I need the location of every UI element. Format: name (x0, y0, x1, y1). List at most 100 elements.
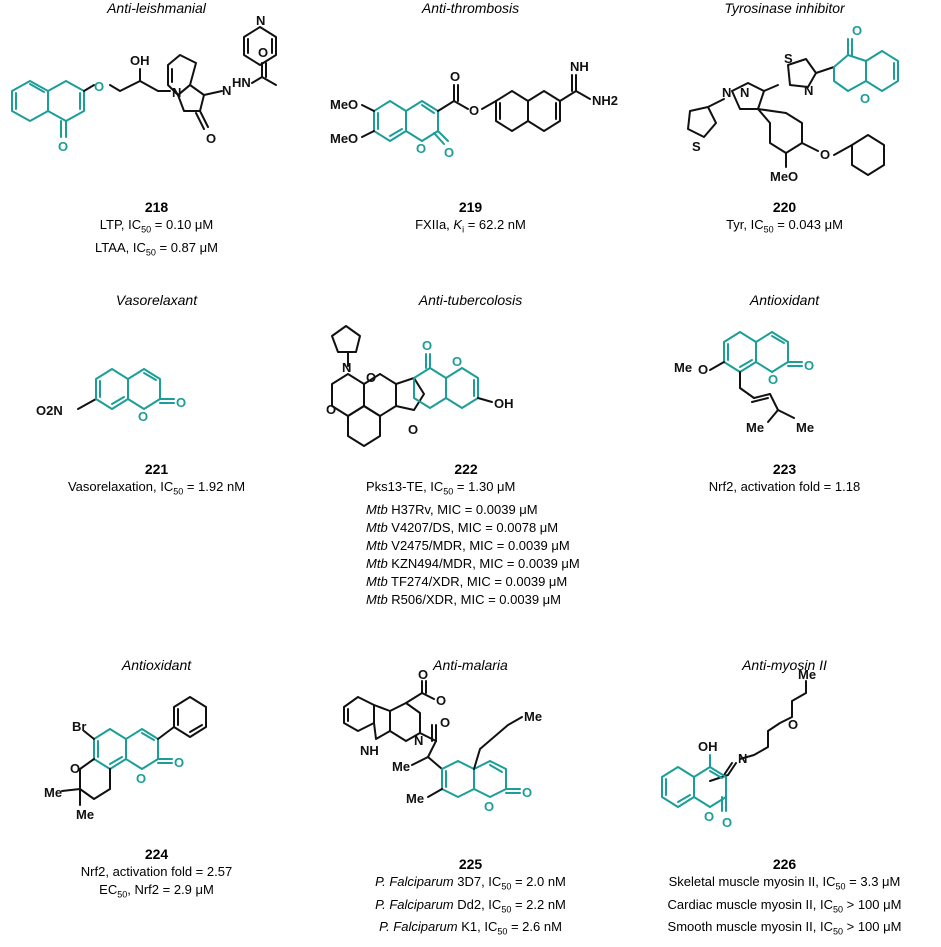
atom-label: MeO (330, 131, 358, 146)
activity-line: Mtb V2475/MDR, MIC = 0.0039 μM (366, 537, 570, 553)
atom-label: O (788, 717, 798, 732)
structure-223: Me O O O Me Me (674, 331, 814, 435)
atom-label: N (342, 360, 351, 375)
atom-label: O (418, 667, 428, 682)
category-label: Vasorelaxant (115, 292, 198, 308)
atom-label: O (484, 799, 494, 814)
caption: 223 Nrf2, activation fold = 1.18 (628, 460, 941, 496)
atom-label: O (408, 422, 418, 437)
atom-label: N (722, 85, 731, 100)
caption: 219 FXIIa, Ki = 62.2 nM (314, 198, 627, 239)
atom-label: O (469, 103, 479, 118)
atom-label: N (256, 13, 265, 28)
atom-label: O2N (36, 403, 63, 418)
atom-label: OH (494, 396, 514, 411)
atom-label: O (366, 370, 376, 385)
panel-224: Antioxidant Br O Me Me O O 224 Nrf2, act… (0, 657, 313, 947)
compound-id: 226 (772, 856, 797, 872)
atom-label: NH (360, 743, 379, 758)
panel-222: Anti-tubercolosis N O O O O O OH 222 Pks… (314, 292, 627, 622)
atom-label: Me (76, 807, 94, 822)
atom-label: O (440, 715, 450, 730)
panel-223: Antioxidant Me O O O Me Me 223 Nrf2, act… (628, 292, 941, 612)
panel-225: Anti-malaria NH N O O O Me Me Me O O (314, 657, 627, 947)
atom-label: Me (796, 420, 814, 435)
activity-line: Vasorelaxation, IC50 = 1.92 nM (67, 479, 246, 497)
atom-label: Me (406, 791, 424, 806)
compound-id: 224 (144, 846, 169, 862)
compound-id: 223 (772, 461, 797, 477)
activity-line: Mtb V4207/DS, MIC = 0.0078 μM (366, 519, 559, 535)
caption: 226 Skeletal muscle myosin II, IC50 = 3.… (628, 855, 941, 941)
panel-221: Vasorelaxant O2N O O 221 Vasorelaxation,… (0, 292, 313, 612)
atom-label: Me (746, 420, 764, 435)
activity-line: Mtb TF274/XDR, MIC = 0.0039 μM (366, 573, 568, 589)
compound-id: 218 (144, 199, 169, 215)
atom-label: O (452, 354, 462, 369)
atom-label: O (258, 45, 268, 60)
atom-label: Me (44, 785, 62, 800)
atom-label: N (804, 83, 813, 98)
atom-label: O (704, 809, 714, 824)
atom-label: Br (72, 719, 86, 734)
panel-218: Anti-leishmanial O O OH N N HN O (0, 0, 313, 300)
structure-221: O2N O O (36, 368, 186, 424)
structure-225: NH N O O O Me Me Me O O (343, 667, 542, 814)
atom-label: MeO (330, 97, 358, 112)
activity-line: Cardiac muscle myosin II, IC50 > 100 μM (667, 896, 902, 915)
atom-label: O (422, 338, 432, 353)
category-label: Anti-malaria (433, 657, 508, 673)
caption: 222 Pks13-TE, IC50 = 1.30 μM Mtb H37Rv, … (366, 460, 626, 609)
atom-label: O (722, 815, 732, 830)
structure-222: N O O O O O OH (326, 325, 514, 447)
atom-label: HN (232, 75, 251, 90)
atom-label: O (804, 358, 814, 373)
category-label: Anti-thrombosis (421, 0, 520, 16)
atom-label: Me (674, 360, 692, 375)
atom-label: N (414, 733, 423, 748)
activity-line: Mtb H37Rv, MIC = 0.0039 μM (366, 501, 538, 517)
atom-label: O (450, 69, 460, 84)
activity-line: Nrf2, activation fold = 1.18 (708, 479, 861, 494)
category-label: Antioxidant (121, 657, 192, 673)
atom-label: O (436, 693, 446, 708)
atom-label: Me (798, 667, 816, 682)
compound-id: 225 (458, 856, 483, 872)
atom-label: O (58, 139, 68, 154)
structure-226: Me O OH N O O (661, 667, 816, 830)
activity-line: P. Falciparum 3D7, IC50 = 2.0 nM (375, 874, 566, 892)
caption: 225 P. Falciparum 3D7, IC50 = 2.0 nM P. … (314, 855, 627, 941)
atom-label: S (784, 51, 793, 66)
atom-label: N (738, 751, 747, 766)
atom-label: S (692, 139, 701, 154)
atom-label: O (444, 145, 454, 160)
caption: 220 Tyr, IC50 = 0.043 μM (628, 198, 941, 239)
atom-label: NH2 (592, 93, 618, 108)
structure-219: MeO MeO O O O O NH NH2 (330, 59, 618, 160)
compound-id: 220 (772, 199, 797, 215)
category-label: Anti-myosin II (742, 657, 827, 673)
activity-line: EC50, Nrf2 = 2.9 μM (99, 882, 214, 900)
category-label: Antioxidant (749, 292, 820, 308)
caption: 224 Nrf2, activation fold = 2.57 EC50, N… (0, 845, 313, 904)
panel-226: Anti-myosin II Me O OH N O O 226 Skeleta… (628, 657, 941, 947)
atom-label: O (136, 771, 146, 786)
atom-label: O (768, 372, 778, 387)
atom-label: OH (698, 739, 718, 754)
atom-label: Me (524, 709, 542, 724)
activity-line: Smooth muscle myosin II, IC50 > 100 μM (667, 919, 902, 937)
structure-218: O O OH N N HN O O N (11, 13, 277, 154)
atom-label: O (860, 91, 870, 106)
activity-line: Nrf2, activation fold = 2.57 (80, 864, 233, 879)
atom-label: O (176, 395, 186, 410)
caption: 218 LTP, IC50 = 0.10 μM LTAA, IC50 = 0.8… (0, 198, 313, 261)
category-label: Tyrosinase inhibitor (724, 0, 845, 16)
activity-line: Skeletal muscle myosin II, IC50 = 3.3 μM (668, 874, 901, 892)
activity-line: Pks13-TE, IC50 = 1.30 μM (366, 479, 516, 497)
activity-line: Mtb R506/XDR, MIC = 0.0039 μM (366, 591, 561, 607)
panel-219: Anti-thrombosis MeO MeO O O O O NH NH2 2… (314, 0, 627, 300)
compound-id: 221 (144, 461, 169, 477)
atom-label: O (416, 141, 426, 156)
atom-label: OH (130, 53, 150, 68)
compound-id: 222 (454, 461, 478, 477)
